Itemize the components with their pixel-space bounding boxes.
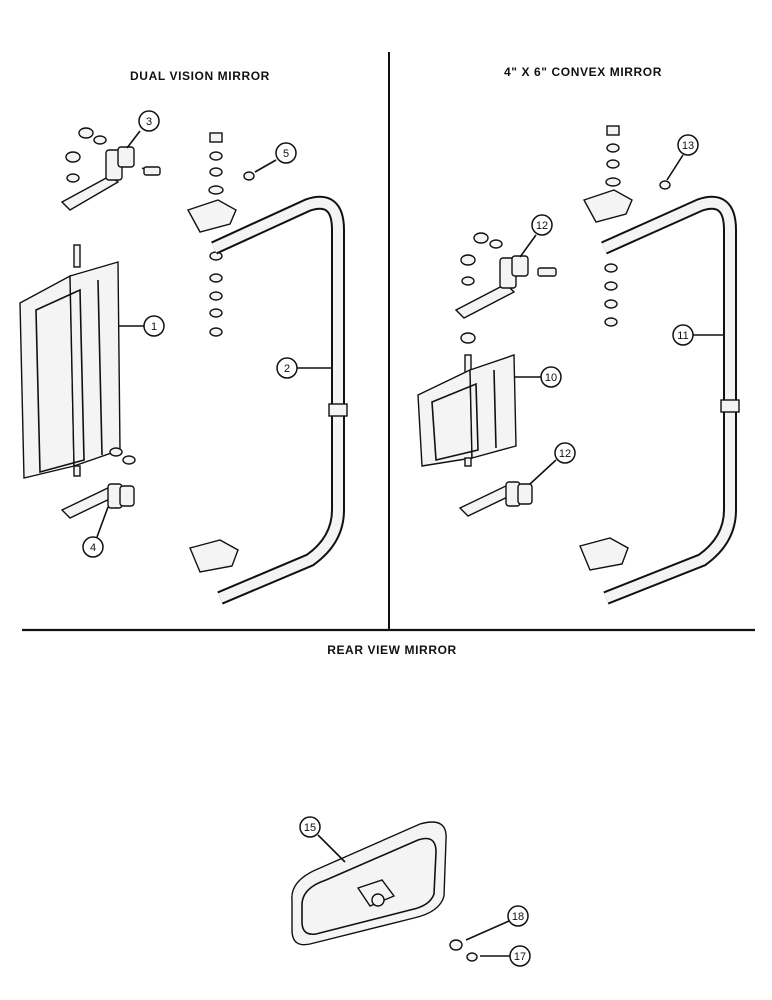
dual-vision-mirror-head bbox=[19, 244, 136, 479]
bolt-washer-stack-lower bbox=[209, 251, 223, 337]
svg-text:3: 3 bbox=[146, 116, 152, 128]
callout-10: 10 bbox=[514, 366, 562, 388]
upper-bracket bbox=[60, 146, 161, 211]
callout-17: 17 bbox=[480, 945, 531, 967]
svg-text:5: 5 bbox=[283, 148, 289, 160]
callout-12-lower: 12 bbox=[529, 442, 576, 485]
hardware-nuts bbox=[65, 127, 107, 183]
callout-18: 18 bbox=[465, 905, 529, 941]
svg-text:17: 17 bbox=[514, 951, 526, 963]
callout-11: 11 bbox=[672, 324, 723, 346]
callout-4: 4 bbox=[82, 506, 109, 558]
svg-text:13: 13 bbox=[682, 140, 694, 152]
rear-view-title: REAR VIEW MIRROR bbox=[327, 643, 457, 657]
dual-vision-title: DUAL VISION MIRROR bbox=[130, 69, 270, 83]
mirror-arm-tube bbox=[189, 195, 348, 605]
bolt-washer-stack-upper bbox=[186, 132, 255, 233]
callout-12-upper: 12 bbox=[519, 214, 553, 258]
svg-text:2: 2 bbox=[284, 363, 290, 375]
lower-bracket bbox=[60, 483, 135, 519]
convex-hardware-nuts bbox=[460, 232, 503, 286]
callout-3: 3 bbox=[126, 110, 160, 149]
callout-5: 5 bbox=[254, 142, 297, 173]
convex-arm-tube bbox=[579, 195, 740, 605]
svg-text:18: 18 bbox=[512, 911, 524, 923]
svg-text:15: 15 bbox=[304, 822, 316, 834]
callout-2: 2 bbox=[276, 357, 331, 379]
svg-text:12: 12 bbox=[559, 448, 571, 460]
convex-lower-bracket bbox=[458, 481, 533, 517]
callout-1: 1 bbox=[118, 315, 165, 337]
convex-washer-stack-lower bbox=[604, 263, 618, 327]
svg-text:11: 11 bbox=[677, 330, 688, 342]
callout-13: 13 bbox=[666, 134, 699, 181]
rear-view-assembly bbox=[291, 821, 478, 962]
svg-text:4: 4 bbox=[90, 542, 96, 554]
convex-assembly bbox=[417, 125, 740, 605]
convex-upper-bracket bbox=[454, 255, 557, 344]
dual-vision-assembly bbox=[19, 127, 348, 605]
convex-mirror-head bbox=[417, 354, 517, 467]
svg-text:12: 12 bbox=[536, 220, 548, 232]
convex-washer-stack-upper bbox=[582, 125, 671, 223]
convex-mirror-title: 4" X 6" CONVEX MIRROR bbox=[504, 65, 662, 79]
svg-text:10: 10 bbox=[545, 372, 557, 384]
svg-text:1: 1 bbox=[151, 321, 157, 333]
callout-15: 15 bbox=[299, 816, 346, 863]
